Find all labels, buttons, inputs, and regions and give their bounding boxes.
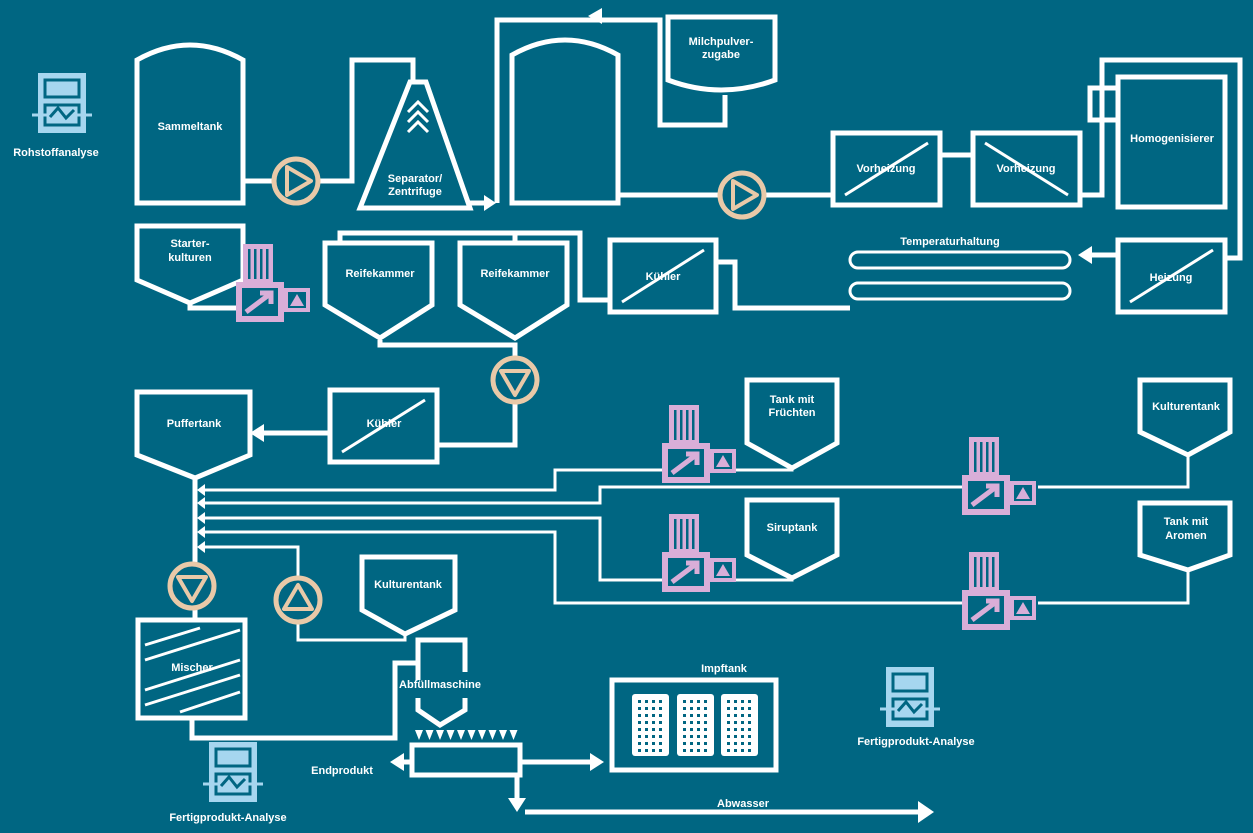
temperaturhaltung-label: Temperaturhaltung — [900, 236, 999, 248]
kulturentank-label: Kulturentank — [374, 579, 443, 591]
kuehler-label: Kühler — [367, 418, 403, 430]
abfuellmaschine-label: Abfüllmaschine — [399, 679, 481, 691]
reifekammer-1[interactable]: Reifekammer — [322, 240, 435, 341]
dosing-valve-icon[interactable] — [962, 437, 1036, 515]
pump-icon[interactable] — [717, 170, 767, 220]
rohstoffanalyse-label: Rohstoffanalyse — [13, 147, 99, 159]
arrow-right-icon — [590, 753, 604, 771]
puffertank[interactable]: Puffertank — [134, 389, 253, 481]
mischer-label: Mischer — [171, 662, 213, 674]
arrow-left-icon — [390, 753, 404, 771]
dosing-valve-icon[interactable] — [662, 405, 736, 483]
aromen-label: Tank mit — [1164, 516, 1209, 528]
sammeltank-label: Sammeltank — [158, 121, 224, 133]
kuehler-2[interactable]: Kühler — [327, 387, 440, 465]
mischer[interactable]: Mischer — [135, 617, 248, 721]
homogenisierer[interactable]: Homogenisierer — [1087, 74, 1228, 210]
vorheizung-2[interactable]: Vorheizung — [970, 130, 1083, 208]
arrow-down-icon — [508, 798, 526, 812]
abwasser-label: Abwasser — [717, 798, 770, 810]
kulturentank-right[interactable]: Kulturentank — [1137, 377, 1233, 458]
kulturentank-label: Kulturentank — [1152, 401, 1221, 413]
pump-icon[interactable] — [271, 156, 321, 206]
arrow-heads — [197, 8, 1092, 823]
pump-icon[interactable] — [273, 575, 323, 625]
puffertank-label: Puffertank — [167, 418, 222, 430]
nozzle-icon — [478, 730, 486, 740]
arrow-right-icon — [918, 801, 934, 823]
nozzle-icon — [425, 730, 434, 740]
kuehler-1[interactable]: Kühler — [607, 237, 719, 315]
filling-nozzles — [415, 730, 518, 740]
milchpulver-label: Milchpulver- — [689, 36, 754, 48]
nozzle-icon — [457, 730, 465, 740]
analyzer-icon[interactable] — [32, 73, 92, 133]
pipes — [187, 17, 1243, 815]
kuehler-label: Kühler — [646, 271, 682, 283]
fruechte-label: Früchten — [768, 407, 815, 419]
nozzle-icon — [509, 730, 518, 740]
fruechte-label: Tank mit — [770, 394, 815, 406]
nozzle-icon — [499, 730, 507, 740]
siruptank-label: Siruptank — [767, 522, 819, 534]
heizung[interactable]: Heizung — [1115, 237, 1228, 315]
nozzle-icon — [467, 730, 476, 740]
vorheizung-label: Vorheizung — [996, 163, 1055, 175]
dosing-valve-icon[interactable] — [962, 552, 1036, 630]
kulturentank-left[interactable]: Kulturentank — [359, 554, 458, 637]
arrow-left-icon — [1078, 246, 1092, 264]
starter-label: kulturen — [168, 252, 212, 264]
abfuellmaschine[interactable]: Abfüllmaschine — [399, 637, 523, 778]
nozzle-icon — [415, 730, 423, 740]
pumps — [167, 156, 767, 625]
fertigprodukt-label: Fertigprodukt-Analyse — [857, 736, 974, 748]
reifekammer-label: Reifekammer — [480, 268, 550, 280]
reifekammer-2[interactable]: Reifekammer — [457, 240, 570, 341]
impftank-panel — [721, 694, 758, 756]
reifekammer-label: Reifekammer — [345, 268, 415, 280]
analyzers — [32, 73, 940, 802]
impftank-panel — [632, 694, 669, 756]
arrow-right-icon — [484, 195, 496, 211]
arrow-left-icon — [250, 424, 264, 442]
analyzer-icon[interactable] — [880, 667, 940, 727]
tank-mit-fruechten[interactable]: Tank mit Früchten — [744, 377, 840, 471]
vorheizung-1[interactable]: Vorheizung — [830, 130, 943, 208]
tank-mit-aromen[interactable]: Tank mit Aromen — [1137, 500, 1233, 573]
milchpulverzugabe[interactable]: Milchpulver- zugabe — [665, 14, 778, 93]
starterkulturen[interactable]: Starter- kulturen — [134, 223, 246, 306]
endprodukt-label: Endprodukt — [311, 765, 373, 777]
arrow-left-icon — [588, 8, 602, 24]
impftank-panels — [632, 694, 758, 756]
aromen-label: Aromen — [1165, 530, 1207, 542]
impftank-label: Impftank — [701, 663, 748, 675]
vorheizung-label: Vorheizung — [856, 163, 915, 175]
nozzle-icon — [436, 730, 444, 740]
separator[interactable]: Separator/ Zentrifuge — [356, 79, 474, 211]
temperaturhaltung[interactable]: Temperaturhaltung — [848, 236, 1072, 301]
mixing-tank[interactable] — [509, 37, 621, 206]
nozzle-icon — [446, 730, 455, 740]
heizung-label: Heizung — [1150, 272, 1193, 284]
fertigprodukt-label: Fertigprodukt-Analyse — [169, 812, 286, 824]
nozzle-icon — [488, 730, 497, 740]
impftank-panel — [677, 694, 714, 756]
impftank[interactable]: Impftank — [609, 663, 779, 773]
milchpulver-label: zugabe — [702, 49, 740, 61]
separator-label: Separator/ — [388, 173, 442, 185]
starter-label: Starter- — [170, 238, 209, 250]
pump-icon[interactable] — [167, 561, 217, 611]
valves — [236, 244, 1036, 630]
analyzer-icon[interactable] — [203, 742, 263, 802]
separator-label: Zentrifuge — [388, 186, 442, 198]
pump-icon[interactable] — [490, 355, 540, 405]
siruptank[interactable]: Siruptank — [744, 497, 840, 581]
dosing-valve-icon[interactable] — [662, 514, 736, 592]
dosing-valve-icon[interactable] — [236, 244, 310, 322]
homogenisierer-label: Homogenisierer — [1130, 133, 1214, 145]
sammeltank[interactable]: Sammeltank — [134, 42, 246, 206]
